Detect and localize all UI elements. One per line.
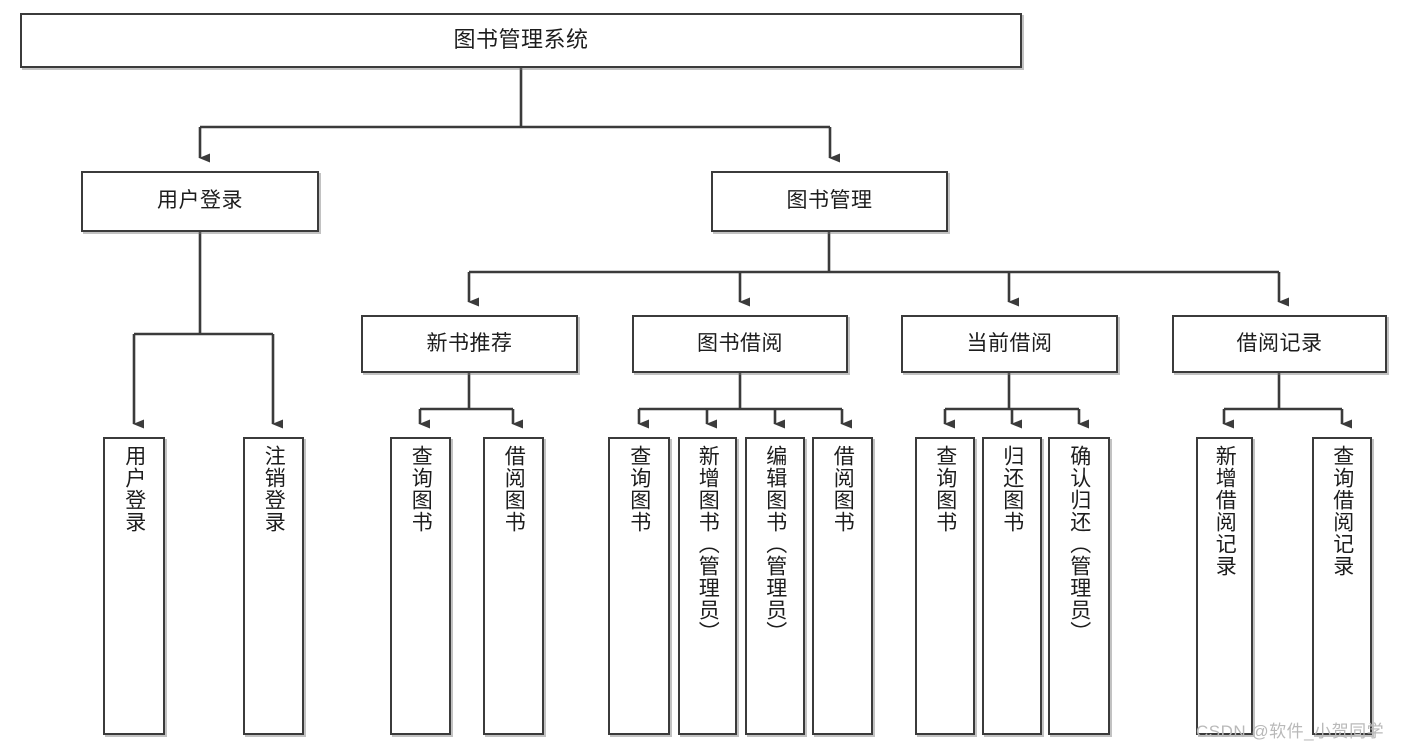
node-label: 借阅图书 [831,445,855,533]
node-label: 当前借阅 [966,331,1053,355]
connector-newbook-to-leaves [418,373,523,429]
node-label: 归还图书 [1000,445,1024,533]
node-label: 查询图书 [933,445,957,533]
node-label: 确认归还（管理员） [1067,445,1091,643]
node-user-login[interactable]: 用户登录 [81,171,319,232]
node-leaf-query-borrow-record[interactable]: 查询借阅记录 [1312,437,1372,735]
node-borrow-record[interactable]: 借阅记录 [1172,315,1387,373]
node-leaf-return-book[interactable]: 归还图书 [982,437,1042,735]
node-leaf-user-login[interactable]: 用户登录 [103,437,165,735]
node-label: 借阅图书 [502,445,526,533]
node-label: 查询图书 [409,445,433,533]
node-book-borrow[interactable]: 图书借阅 [632,315,848,373]
connector-bookmanage-to-level3 [467,232,1289,307]
node-label: 新增借阅记录 [1213,445,1237,577]
connector-bookborrow-to-leaves [637,373,852,429]
node-label: 用户登录 [122,445,146,533]
node-leaf-add-book-admin[interactable]: 新增图书（管理员） [678,437,737,735]
node-label: 注销登录 [262,445,286,533]
connector-borrowrecord-to-leaves [1222,373,1352,429]
node-label: 查询借阅记录 [1330,445,1354,577]
node-leaf-borrow-book-recommend[interactable]: 借阅图书 [483,437,544,735]
node-current-borrow[interactable]: 当前借阅 [901,315,1118,373]
connector-currentborrow-to-leaves [943,373,1089,429]
connector-root-to-level2 [198,68,840,163]
node-label: 新增图书（管理员） [696,445,720,643]
node-leaf-query-book-current[interactable]: 查询图书 [915,437,975,735]
node-leaf-add-borrow-record[interactable]: 新增借阅记录 [1196,437,1253,735]
node-leaf-edit-book-admin[interactable]: 编辑图书（管理员） [745,437,805,735]
node-leaf-confirm-return-admin[interactable]: 确认归还（管理员） [1048,437,1110,735]
node-leaf-query-book-borrow[interactable]: 查询图书 [608,437,670,735]
node-root-system[interactable]: 图书管理系统 [20,13,1022,68]
node-label: 图书借阅 [697,331,783,355]
node-label: 图书管理系统 [453,27,589,53]
node-label: 编辑图书（管理员） [763,445,787,643]
node-book-manage[interactable]: 图书管理 [711,171,948,232]
connector-userlogin-to-leaves [132,232,283,429]
node-leaf-logout-login[interactable]: 注销登录 [243,437,304,735]
node-leaf-borrow-book[interactable]: 借阅图书 [812,437,873,735]
node-label: 借阅记录 [1236,331,1323,355]
node-new-book-recommend[interactable]: 新书推荐 [361,315,578,373]
node-leaf-query-book-recommend[interactable]: 查询图书 [390,437,451,735]
node-label: 新书推荐 [426,331,513,355]
node-label: 查询图书 [627,445,651,533]
node-label: 图书管理 [786,189,873,213]
node-label: 用户登录 [157,189,243,213]
